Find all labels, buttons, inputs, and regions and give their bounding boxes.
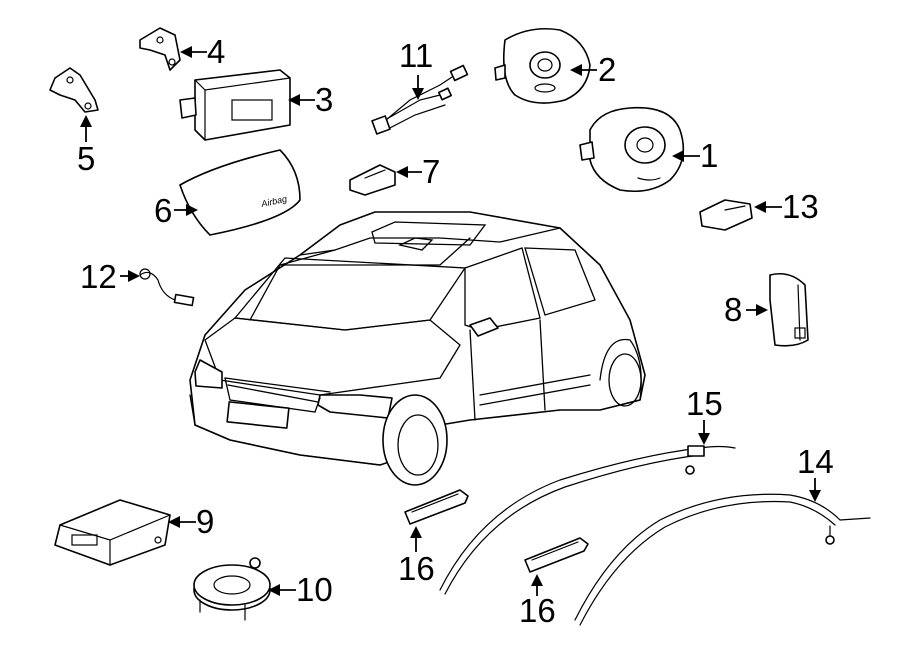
steering-wheel-airbag (579, 106, 685, 193)
vehicle-illustration (189, 211, 646, 486)
callout-3: 3 (288, 81, 333, 118)
curtain-airbag-front (439, 445, 736, 595)
callout-13-label: 13 (782, 188, 819, 225)
callout-8-label: 8 (724, 291, 742, 328)
callout-16-lower: 16 (519, 574, 556, 629)
curtain-trim-bracket-lower (524, 537, 589, 573)
callout-2: 2 (570, 51, 616, 88)
callout-4: 4 (180, 33, 225, 70)
callout-1-label: 1 (700, 137, 718, 174)
callout-1: 1 (672, 137, 718, 174)
passenger-airbag-cover: Airbag (179, 149, 301, 236)
mounting-bracket-lower (49, 67, 99, 113)
airbag-control-module (54, 499, 171, 566)
callout-2-label: 2 (598, 51, 616, 88)
callout-12: 12 (80, 258, 140, 295)
callout-9: 9 (168, 503, 214, 540)
impact-sensor (349, 164, 396, 196)
passenger-airbag-module (179, 69, 291, 141)
side-impact-sensor (699, 199, 753, 231)
callout-8: 8 (724, 291, 768, 328)
curtain-trim-bracket-upper (404, 489, 469, 525)
callout-9-label: 9 (196, 503, 214, 540)
callout-16-upper: 16 (398, 526, 435, 587)
callout-4-label: 4 (207, 33, 225, 70)
callout-15: 15 (686, 385, 723, 445)
side-airbag-module (769, 272, 809, 347)
callout-7: 7 (396, 153, 440, 190)
curtain-airbag-rear (574, 493, 871, 626)
callout-11: 11 (399, 37, 433, 100)
callout-5-label: 5 (77, 140, 95, 177)
callout-3-label: 3 (315, 81, 333, 118)
wiring-harness (371, 64, 469, 135)
clock-spring (193, 557, 271, 621)
callout-12-label: 12 (80, 258, 117, 295)
callout-16-lower-label: 16 (519, 592, 556, 629)
mounting-bracket-upper (139, 27, 181, 71)
callout-16-upper-label: 16 (398, 550, 435, 587)
connector-pigtail (139, 268, 195, 307)
callout-5: 5 (77, 115, 95, 177)
callout-7-label: 7 (422, 153, 440, 190)
callout-11-label: 11 (399, 37, 433, 74)
callout-10-label: 10 (296, 571, 333, 608)
callout-14-label: 14 (797, 443, 834, 480)
callout-6: 6 (154, 192, 198, 229)
callout-13: 13 (754, 188, 819, 225)
callout-15-label: 15 (686, 385, 723, 422)
callout-14: 14 (797, 443, 834, 502)
driver-airbag-module (494, 27, 591, 104)
callout-6-label: 6 (154, 192, 172, 229)
callout-10: 10 (268, 571, 333, 608)
